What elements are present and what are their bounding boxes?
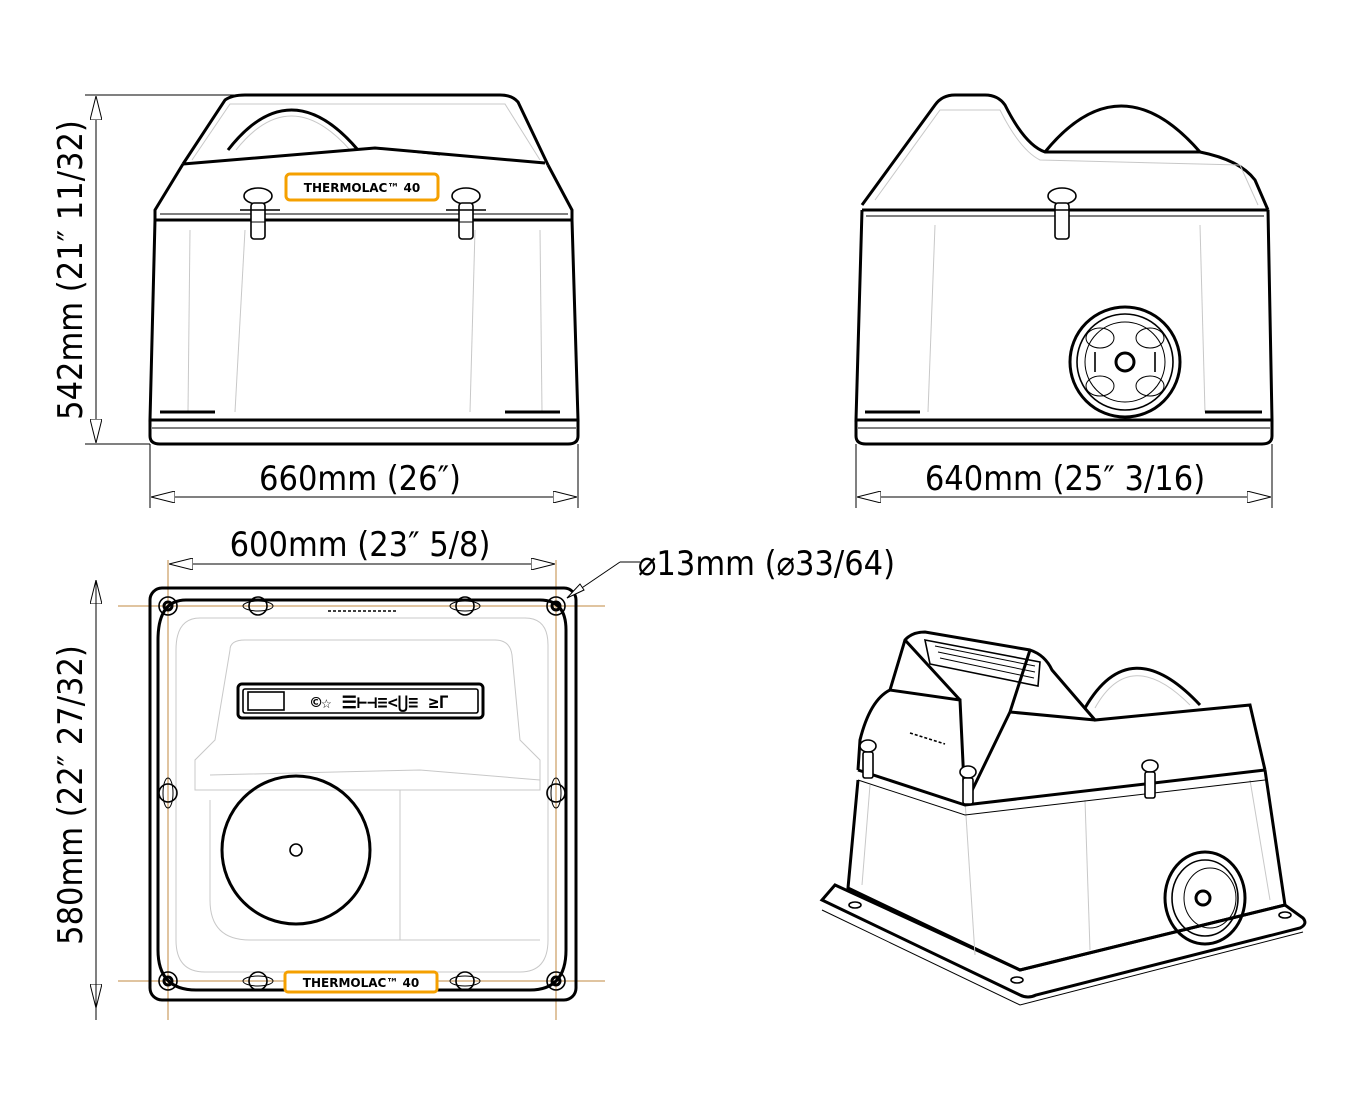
latch-top-5 — [242, 971, 274, 991]
top-badge-text: ©☆ ☰⊢⊣≡<⋃≡ ≥Γ — [311, 693, 449, 713]
latch-top-6 — [449, 971, 481, 991]
svg-text:THERMOLAC™ 40: THERMOLAC™ 40 — [303, 976, 419, 990]
iso-latch-1 — [859, 739, 877, 779]
width-front-dimension: 660mm (26″) — [149, 444, 579, 508]
height-dimension: 542mm (21″ 11/32) — [51, 94, 240, 445]
front-view: THERMOLAC™ 40 — [148, 93, 580, 446]
isometric-view — [819, 630, 1307, 1006]
latch-right — [446, 187, 486, 240]
iso-latch-2 — [959, 765, 977, 805]
depth-dimension: 580mm (22″ 27/32) — [51, 580, 96, 1020]
mounting-hole-bl — [158, 971, 178, 991]
side-view — [854, 93, 1274, 446]
latch-top-2 — [449, 596, 481, 616]
latch-top-3 — [158, 777, 178, 809]
depth-label: 580mm (22″ 27/32) — [51, 645, 91, 945]
hole-spacing-label: 600mm (23″ 5/8) — [230, 525, 491, 565]
width-side-dimension: 640mm (25″ 3/16) — [855, 444, 1273, 508]
latch-left — [240, 187, 280, 240]
width-side-label: 640mm (25″ 3/16) — [925, 459, 1205, 499]
mounting-hole-br — [546, 971, 566, 991]
outlet-valve — [1068, 305, 1182, 419]
mounting-hole-tl — [158, 596, 178, 616]
iso-latch-3 — [1141, 759, 1159, 799]
hole-spacing-dimension: 600mm (23″ 5/8) — [169, 525, 555, 565]
height-label: 542mm (21″ 11/32) — [51, 120, 91, 420]
latch-side — [1042, 187, 1082, 240]
top-badge: ©☆ ☰⊢⊣≡<⋃≡ ≥Γ — [236, 682, 485, 720]
product-label-top: THERMOLAC™ 40 — [283, 970, 439, 994]
iso-outlet-valve — [1163, 850, 1247, 946]
mounting-hole-tr — [546, 596, 566, 616]
top-view: ©☆ ☰⊢⊣≡<⋃≡ ≥Γ THERMOLAC™ 40 — [118, 560, 605, 1020]
product-label-front: THERMOLAC™ 40 — [284, 172, 440, 202]
latch-top-1 — [242, 596, 274, 616]
hole-diameter-callout: ⌀13mm (⌀33/64) — [566, 544, 895, 599]
hole-diameter-label: ⌀13mm (⌀33/64) — [638, 544, 895, 584]
svg-text:THERMOLAC™ 40: THERMOLAC™ 40 — [304, 181, 420, 195]
latch-top-4 — [546, 777, 566, 809]
width-front-label: 660mm (26″) — [259, 459, 461, 499]
